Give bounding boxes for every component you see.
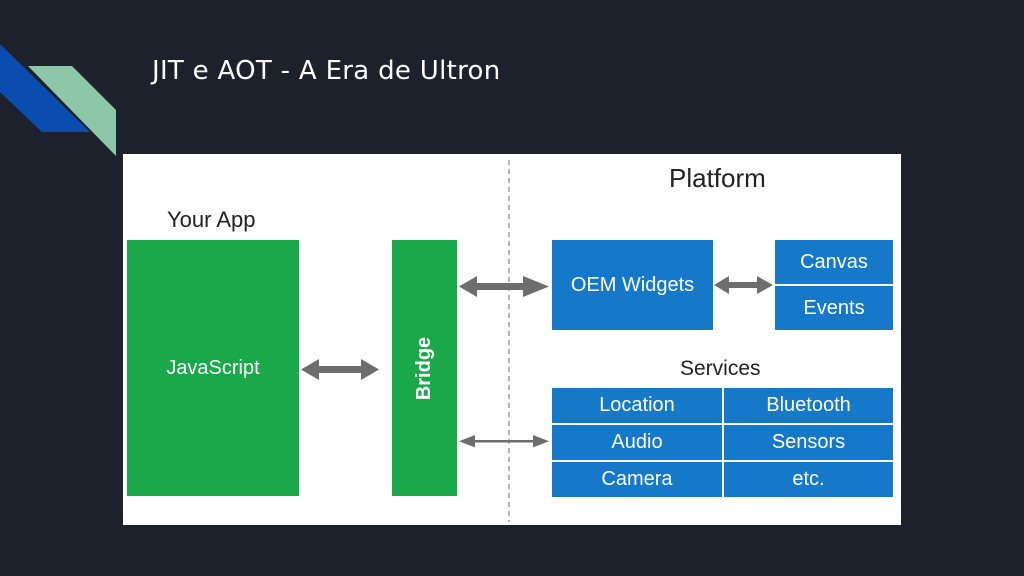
service-etc: etc. [724, 462, 893, 497]
javascript-label: JavaScript [166, 356, 260, 379]
arrow-js-bridge [301, 359, 379, 380]
service-audio: Audio [552, 425, 722, 460]
events-box: Events [775, 286, 893, 330]
canvas-label: Canvas [800, 250, 868, 273]
oem-widgets-label: OEM Widgets [570, 273, 695, 296]
corner-decoration [0, 44, 116, 156]
oem-widgets-box: OEM Widgets [552, 240, 713, 330]
arrow-bridge-services [459, 435, 549, 448]
events-label: Events [803, 296, 865, 319]
arrow-oem-canvas [714, 276, 773, 294]
bridge-label: Bridge [413, 336, 435, 400]
service-bluetooth: Bluetooth [724, 388, 893, 423]
platform-label: Platform [669, 163, 766, 193]
arrow-bridge-oem [459, 276, 549, 297]
your-app-label: Your App [167, 207, 256, 232]
bridge-box: Bridge [392, 240, 457, 496]
javascript-box: JavaScript [127, 240, 299, 496]
slide-title: JIT e AOT - A Era de Ultron [152, 56, 501, 86]
service-sensors: Sensors [724, 425, 893, 460]
architecture-diagram: Platform Your App JavaScript Bridge OEM … [123, 154, 901, 525]
services-label: Services [680, 357, 761, 380]
service-camera: Camera [552, 462, 722, 497]
canvas-box: Canvas [775, 240, 893, 284]
diagram-connectors [301, 160, 773, 522]
service-location: Location [552, 388, 722, 423]
